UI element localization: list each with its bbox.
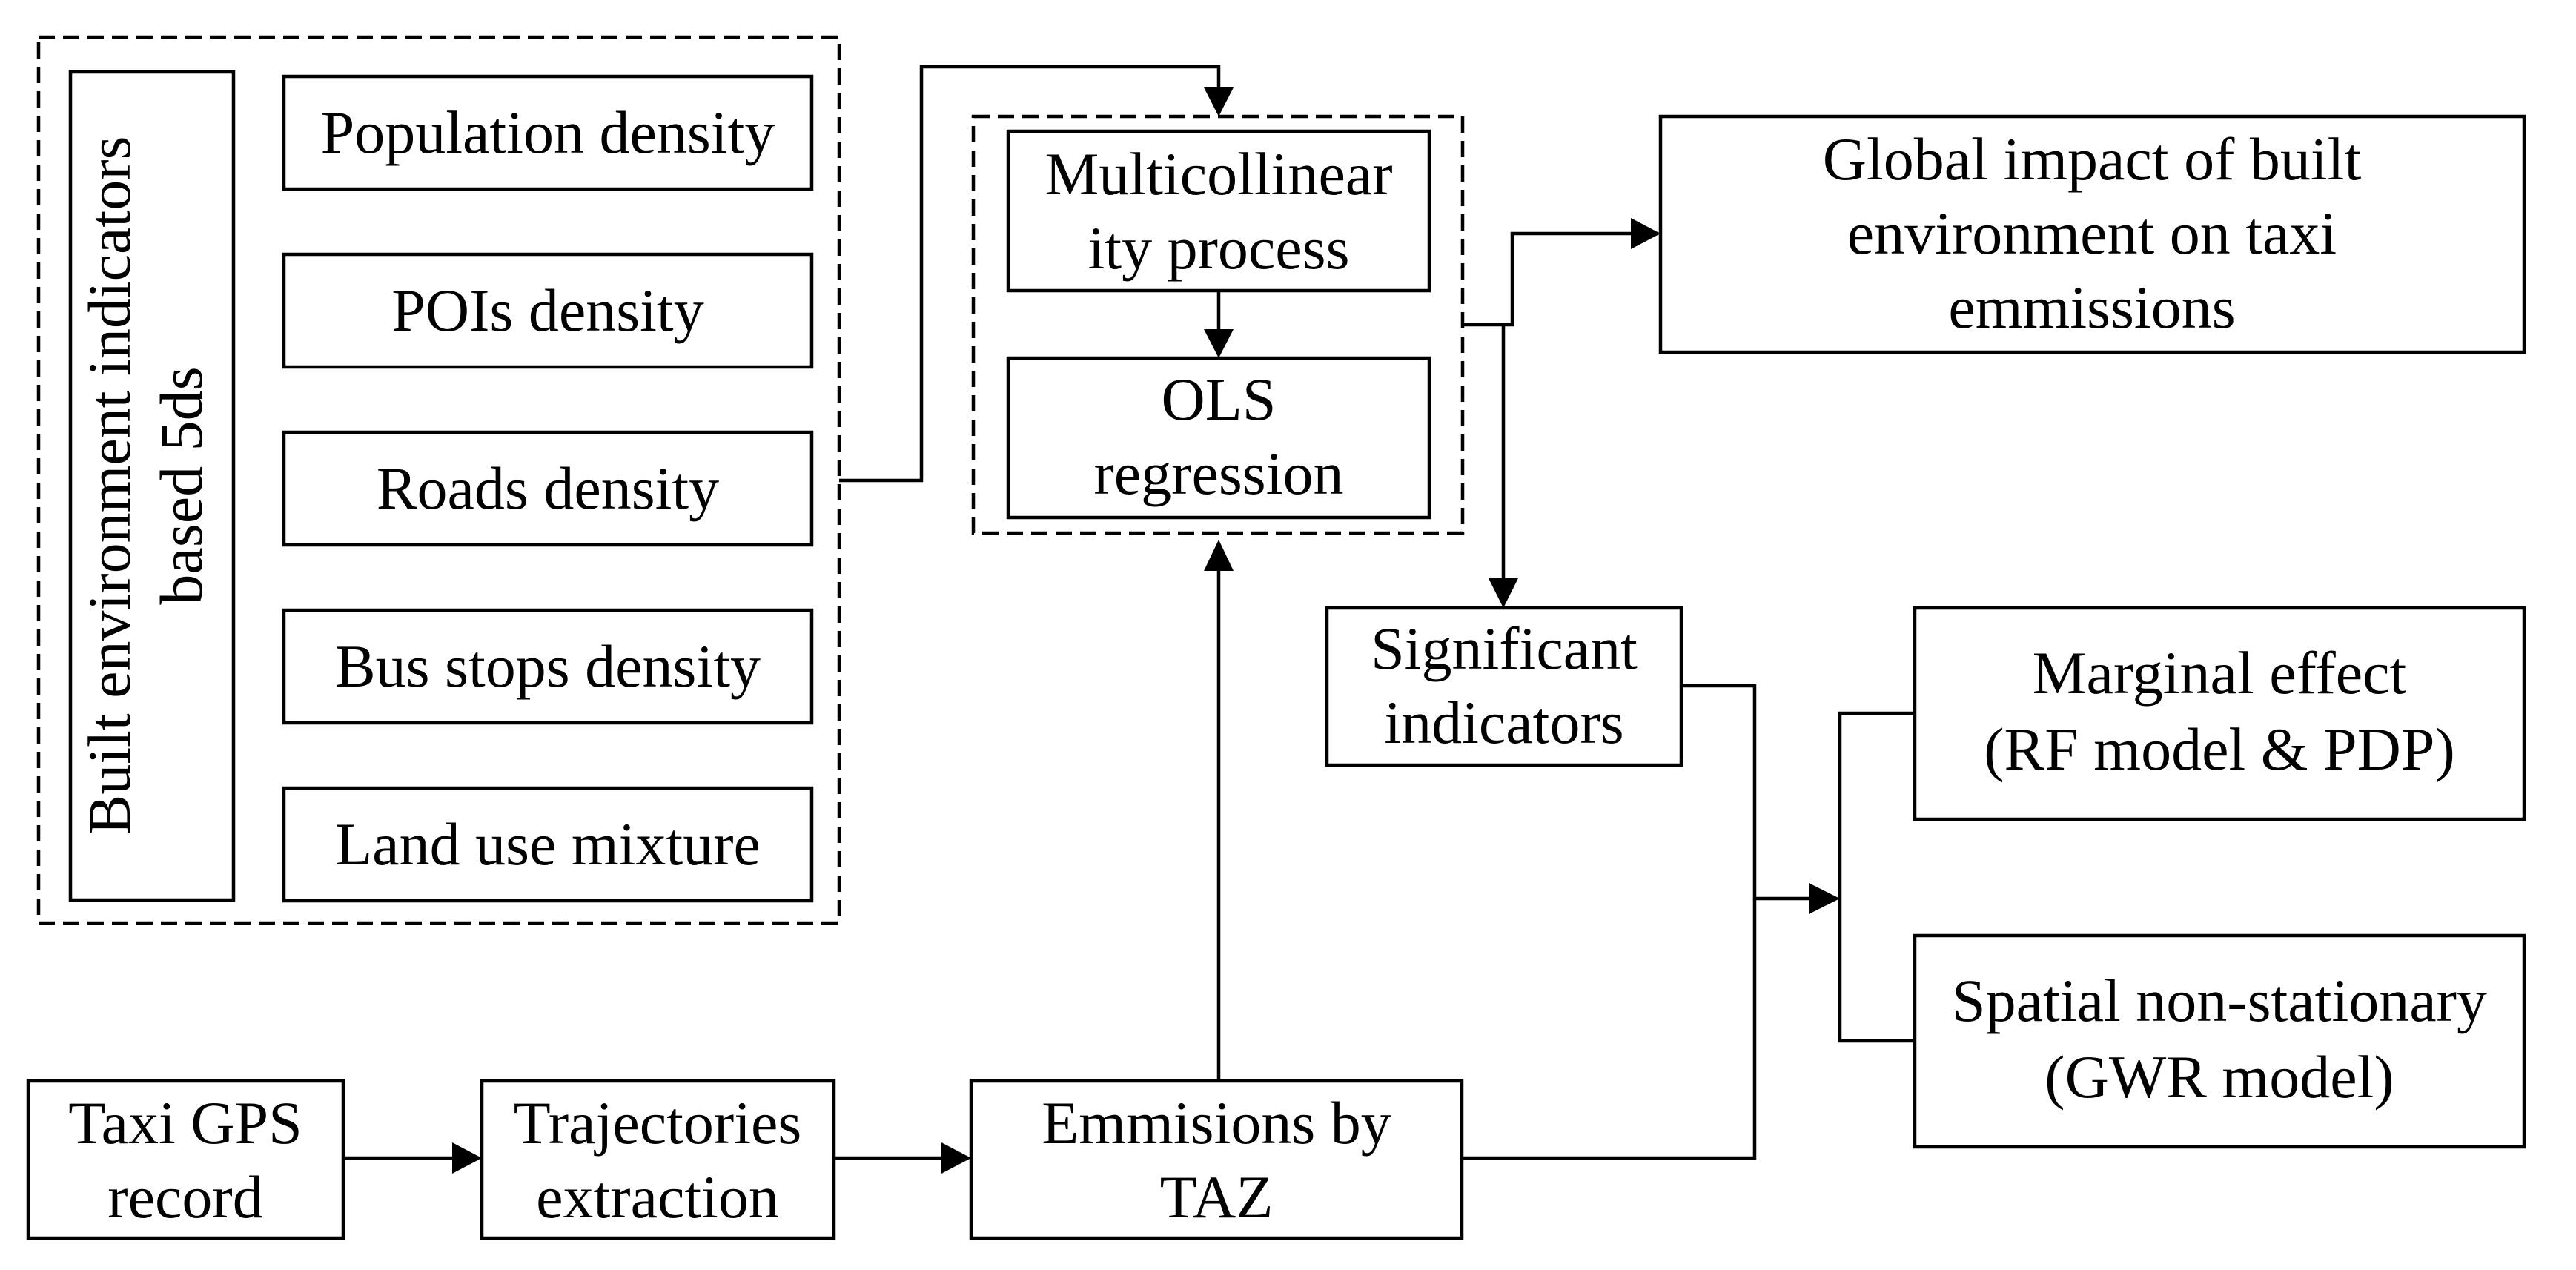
significant-line2: indicators [1384, 689, 1623, 756]
arrowhead-into-emissions [941, 1142, 971, 1174]
marginal-effect-box [1913, 606, 2526, 821]
indicators-title-line2: based 5ds [148, 366, 215, 604]
arrowhead-into-model-group [1204, 87, 1234, 116]
indicator-box-land-use [282, 786, 814, 903]
trajectories-line2: extraction [536, 1163, 779, 1231]
arrowhead-into-significant [1489, 578, 1518, 608]
arrowhead-into-branch [1809, 883, 1840, 914]
spatial-line2: (GWR model) [2044, 1043, 2394, 1111]
indicator-label-bus-stops: Bus stops density [335, 632, 761, 700]
indicator-box-bus-stops [282, 608, 814, 725]
significant-indicators-box [1325, 606, 1683, 767]
multicollinearity-line2: ity process [1088, 214, 1350, 282]
indicator-label-roads: Roads density [377, 454, 719, 522]
connector-branch-bracket [1838, 711, 1915, 1043]
indicator-box-pois [282, 252, 814, 369]
arrowhead-into-trajectories [452, 1142, 482, 1174]
significant-line1: Significant [1371, 615, 1638, 682]
trajectories-line1: Trajectories [514, 1089, 802, 1157]
indicator-label-population: Population density [321, 99, 775, 166]
emissions-box [969, 1079, 1464, 1240]
marginal-line2: (RF model & PDP) [1984, 715, 2455, 783]
connector-indicators-to-model [839, 65, 1221, 483]
connector-emissions-to-junction [1462, 899, 1757, 1160]
arrowhead-into-global [1631, 218, 1661, 249]
global-impact-line3: emmissions [1948, 274, 2235, 341]
connector-significant-to-junction [1681, 684, 1809, 901]
marginal-line1: Marginal effect [2033, 639, 2407, 707]
connector-model-to-global [1463, 231, 1631, 327]
emissions-line1: Emmisions by [1042, 1089, 1391, 1157]
global-impact-line2: environment on taxi [1847, 199, 2337, 267]
arrowhead-into-ols [1204, 329, 1234, 358]
indicators-group-border [36, 35, 841, 925]
indicator-box-roads [282, 430, 814, 547]
indicator-label-pois: POIs density [391, 277, 703, 344]
trajectories-box [480, 1079, 836, 1240]
ols-line2: regression [1093, 440, 1343, 507]
spatial-box [1913, 933, 2526, 1149]
multicollinearity-box [1006, 129, 1431, 293]
indicators-title-line1: Built environment indicators [76, 136, 143, 836]
arrowhead-up-into-model [1204, 540, 1234, 571]
taxi-gps-line2: record [107, 1163, 262, 1231]
indicators-title-box [68, 70, 236, 902]
ols-box [1006, 356, 1431, 520]
emissions-line2: TAZ [1160, 1163, 1274, 1231]
global-impact-line1: Global impact of built [1823, 125, 2362, 193]
global-impact-box [1658, 114, 2526, 354]
multicollinearity-line1: Multicollinear [1044, 140, 1392, 208]
indicator-label-land-use: Land use mixture [335, 810, 761, 878]
indicator-box-population [282, 74, 814, 191]
spatial-line1: Spatial non-stationary [1952, 967, 2487, 1034]
taxi-gps-line1: Taxi GPS [68, 1089, 302, 1157]
ols-line1: OLS [1162, 366, 1277, 433]
taxi-gps-box [26, 1079, 345, 1240]
